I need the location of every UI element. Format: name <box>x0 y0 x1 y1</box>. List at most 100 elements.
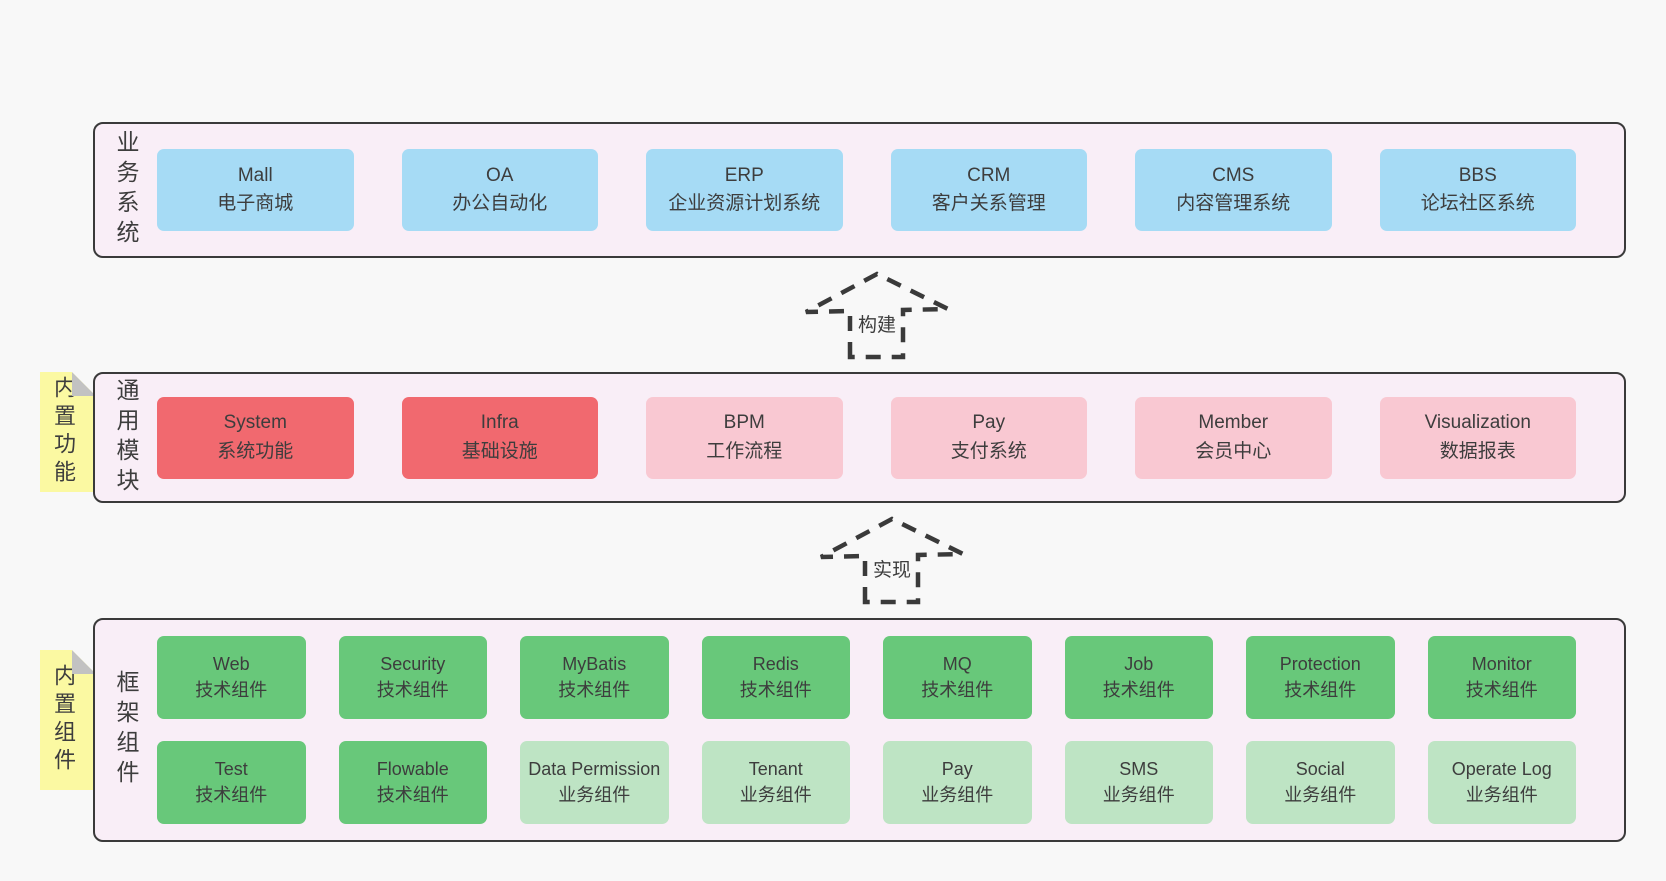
box-title: Tenant <box>748 759 803 780</box>
box-title: Monitor <box>1471 654 1532 675</box>
component-box-mybatis: MyBatis 技术组件 <box>520 636 669 719</box>
framework-components-grid: Web 技术组件 Security 技术组件 MyBatis 技术组件 Redi… <box>157 620 1624 840</box>
box-title: Member <box>1198 412 1269 433</box>
module-box-pay: Pay 支付系统 <box>890 396 1087 479</box>
component-box-redis: Redis 技术组件 <box>701 636 850 719</box>
component-box-test: Test 技术组件 <box>157 741 306 824</box>
box-title: Security <box>380 654 446 675</box>
system-box-oa: OA 办公自动化 <box>401 149 598 231</box>
built-in-components-note: 内置组件 <box>40 650 96 790</box>
built-in-features-note: 内置功能 <box>40 372 96 492</box>
box-title: MQ <box>942 654 972 675</box>
module-box-member: Member 会员中心 <box>1135 396 1332 479</box>
dashed-up-arrow-icon <box>819 516 964 605</box>
box-title: Pay <box>941 759 973 780</box>
box-subtitle: 工作流程 <box>706 440 783 462</box>
box-subtitle: 客户关系管理 <box>931 193 1046 214</box>
component-box-social: Social 业务组件 <box>1246 741 1395 824</box>
build-arrow: 构建 <box>802 270 952 362</box>
box-subtitle: 技术组件 <box>376 784 449 805</box>
box-title: Infra <box>480 412 519 433</box>
box-subtitle: 基础设施 <box>461 440 538 462</box>
system-box-crm: CRM 客户关系管理 <box>890 149 1087 231</box>
box-subtitle: 业务组件 <box>739 784 812 805</box>
box-title: MyBatis <box>562 654 627 675</box>
component-box-pay: Pay 业务组件 <box>883 741 1032 824</box>
box-title: Pay <box>972 412 1006 433</box>
common-modules-side-label: 通用模块 <box>113 377 139 498</box>
business-systems-panel: 业务系统 Mall 电子商城 OA 办公自动化 ERP 企业资源计划系统 CRM… <box>93 122 1626 258</box>
box-subtitle: 业务组件 <box>558 784 631 805</box>
dashed-up-arrow-icon <box>804 271 949 360</box>
box-subtitle: 会员中心 <box>1195 440 1272 462</box>
box-title: BBS <box>1458 164 1497 186</box>
box-title: Social <box>1295 759 1345 780</box>
box-subtitle: 业务组件 <box>1102 784 1175 805</box>
box-title: SMS <box>1119 759 1159 780</box>
framework-components-side-label: 框架组件 <box>113 670 139 790</box>
box-title: Visualization <box>1424 412 1531 433</box>
box-title: Job <box>1124 654 1154 675</box>
box-subtitle: 技术组件 <box>558 679 631 700</box>
box-title: OA <box>486 164 514 186</box>
box-title: Web <box>212 654 250 675</box>
system-box-erp: ERP 企业资源计划系统 <box>646 149 843 231</box>
box-subtitle: 技术组件 <box>1102 679 1175 700</box>
box-title: System <box>223 412 287 433</box>
common-modules-box-row: System 系统功能 Infra 基础设施 BPM 工作流程 Pay 支付系统… <box>157 374 1624 501</box>
component-box-mq: MQ 技术组件 <box>883 636 1032 719</box>
box-subtitle: 支付系统 <box>950 440 1027 462</box>
module-box-system: System 系统功能 <box>157 396 354 479</box>
business-systems-side-label: 业务系统 <box>113 130 139 250</box>
box-title: Mall <box>237 164 273 186</box>
box-subtitle: 技术组件 <box>1465 679 1538 700</box>
implement-arrow: 实现 <box>817 515 967 607</box>
framework-components-panel: 框架组件 Web 技术组件 Security 技术组件 MyBatis 技术组件… <box>93 618 1626 842</box>
box-subtitle: 系统功能 <box>217 440 294 462</box>
components-row-2: Test 技术组件 Flowable 技术组件 Data Permission … <box>157 741 1576 824</box>
box-subtitle: 业务组件 <box>1465 784 1538 805</box>
module-box-bpm: BPM 工作流程 <box>646 396 843 479</box>
component-box-security: Security 技术组件 <box>338 636 487 719</box>
box-subtitle: 办公自动化 <box>452 193 548 214</box>
box-subtitle: 数据报表 <box>1439 440 1516 462</box>
built-in-components-note-label: 内置组件 <box>51 664 76 776</box>
built-in-features-note-label: 内置功能 <box>51 376 76 488</box>
component-box-web: Web 技术组件 <box>157 636 306 719</box>
module-box-infra: Infra 基础设施 <box>401 396 598 479</box>
component-box-monitor: Monitor 技术组件 <box>1427 636 1576 719</box>
common-modules-panel: 通用模块 System 系统功能 Infra 基础设施 BPM 工作流程 Pay… <box>93 372 1626 503</box>
box-subtitle: 业务组件 <box>921 784 994 805</box>
component-box-operate-log: Operate Log 业务组件 <box>1427 741 1576 824</box>
box-subtitle: 技术组件 <box>921 679 994 700</box>
box-title: Operate Log <box>1451 759 1552 780</box>
box-subtitle: 电子商城 <box>217 193 294 214</box>
box-subtitle: 技术组件 <box>376 679 449 700</box>
box-subtitle: 技术组件 <box>1284 679 1357 700</box>
implement-arrow-label: 实现 <box>868 555 916 582</box>
box-title: Flowable <box>376 759 449 780</box>
business-systems-box-row: Mall 电子商城 OA 办公自动化 ERP 企业资源计划系统 CRM 客户关系… <box>157 124 1624 256</box>
box-subtitle: 技术组件 <box>195 784 268 805</box>
box-subtitle: 内容管理系统 <box>1176 193 1291 214</box>
box-subtitle: 业务组件 <box>1284 784 1357 805</box>
component-box-protection: Protection 技术组件 <box>1246 636 1395 719</box>
box-title: BPM <box>723 412 765 433</box>
box-title: Redis <box>752 654 799 675</box>
box-subtitle: 企业资源计划系统 <box>668 193 821 214</box>
box-title: CMS <box>1212 164 1255 186</box>
component-box-data-permission: Data Permission 业务组件 <box>520 741 669 824</box>
build-arrow-label: 构建 <box>853 310 901 337</box>
box-subtitle: 技术组件 <box>739 679 812 700</box>
component-box-tenant: Tenant 业务组件 <box>701 741 850 824</box>
components-row-1: Web 技术组件 Security 技术组件 MyBatis 技术组件 Redi… <box>157 636 1576 719</box>
box-subtitle: 论坛社区系统 <box>1420 193 1535 214</box>
box-title: ERP <box>724 164 764 186</box>
box-title: Data Permission <box>528 759 661 780</box>
component-box-flowable: Flowable 技术组件 <box>338 741 487 824</box>
box-title: Protection <box>1279 654 1361 675</box>
system-box-bbs: BBS 论坛社区系统 <box>1379 149 1576 231</box>
component-box-job: Job 技术组件 <box>1064 636 1213 719</box>
system-box-mall: Mall 电子商城 <box>157 149 354 231</box>
